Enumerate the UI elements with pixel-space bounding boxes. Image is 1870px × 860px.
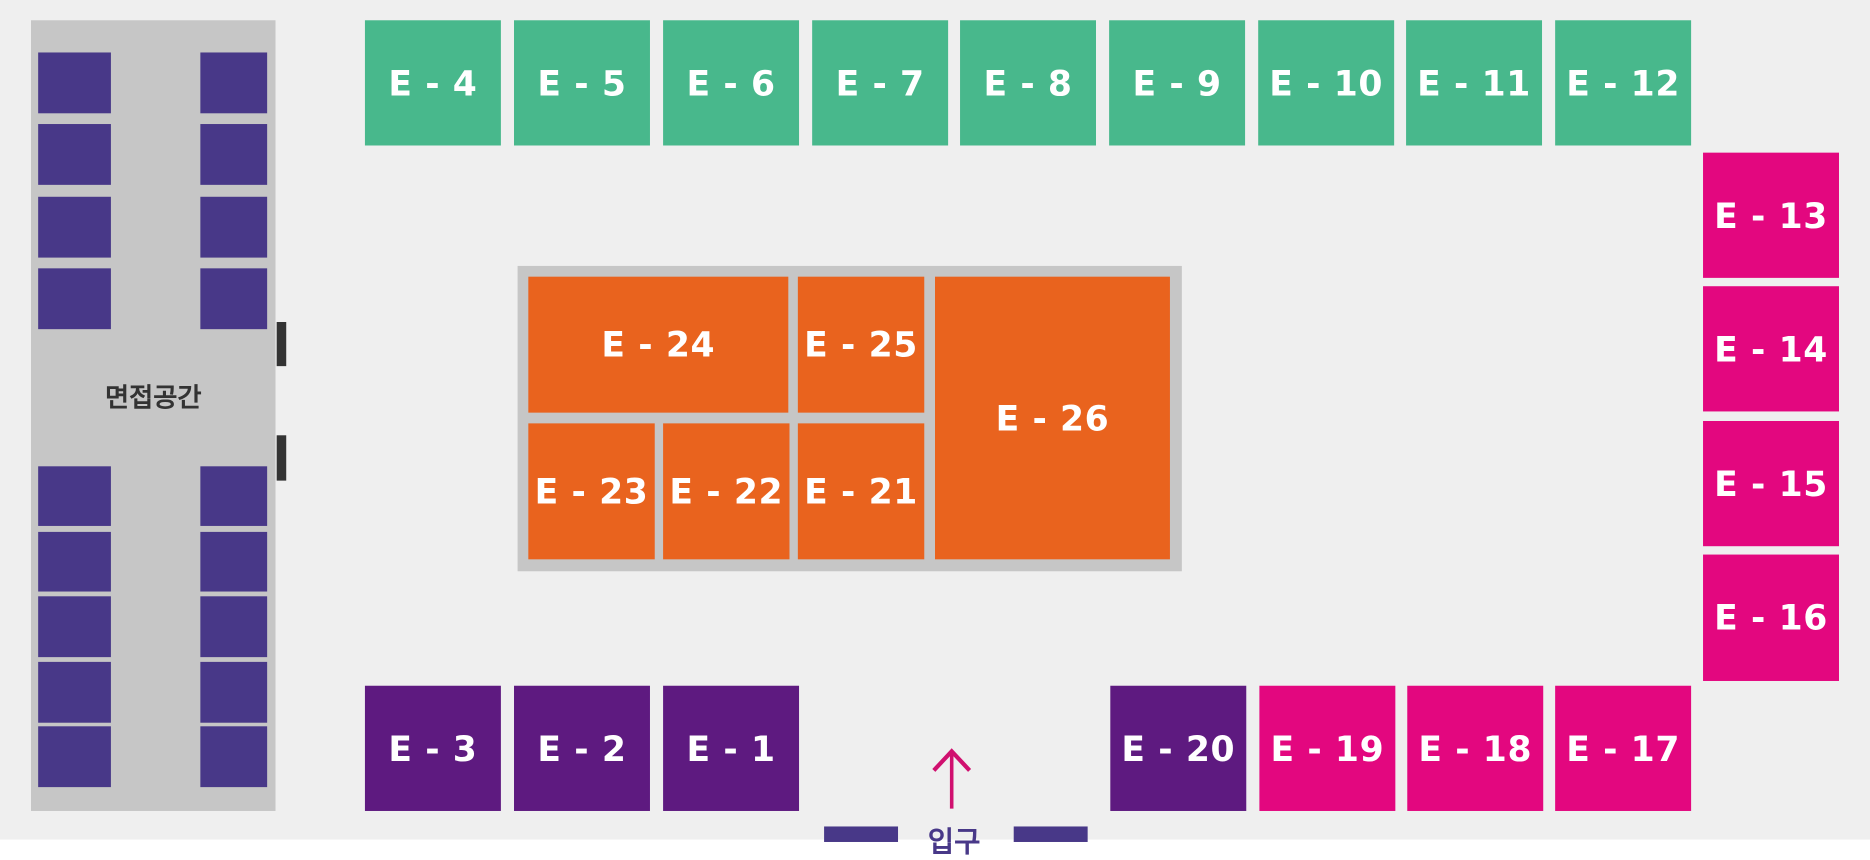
booth-e5[interactable]: E - 5: [514, 20, 650, 146]
booth-label: E - 16: [1714, 597, 1828, 639]
interview-seat: [38, 268, 111, 330]
interview-seat: [38, 531, 111, 592]
booth-label: E - 7: [835, 62, 925, 104]
interview-seat: [200, 726, 268, 788]
interview-area-label: 면접공간: [104, 384, 202, 414]
booth-e17[interactable]: E - 17: [1555, 685, 1692, 811]
booth-e14[interactable]: E - 14: [1703, 286, 1839, 412]
booth-e24[interactable]: E - 24: [528, 276, 789, 413]
booth-label: E - 10: [1269, 62, 1384, 104]
booth-e18[interactable]: E - 18: [1407, 685, 1544, 811]
booth-e19[interactable]: E - 19: [1259, 685, 1396, 811]
entrance-arrow-icon: [932, 748, 972, 809]
interview-seat: [200, 124, 268, 185]
booth-e16[interactable]: E - 16: [1703, 554, 1839, 681]
booth-label: E - 6: [686, 62, 776, 104]
booth-e25[interactable]: E - 25: [797, 276, 925, 413]
interview-seat: [200, 596, 268, 658]
booth-label: E - 26: [995, 397, 1110, 439]
interview-seat: [200, 196, 268, 258]
booth-label: E - 13: [1714, 194, 1828, 236]
booth-label: E - 18: [1418, 728, 1533, 769]
booth-label: E - 4: [388, 62, 478, 104]
booth-e8[interactable]: E - 8: [960, 20, 1096, 146]
interview-seat: [200, 268, 268, 330]
interview-seat: [38, 466, 111, 526]
booth-label: E - 24: [601, 324, 716, 365]
booth-label: E - 19: [1270, 728, 1385, 769]
booth-label: E - 12: [1566, 62, 1681, 104]
booth-label: E - 15: [1714, 463, 1828, 504]
booth-e20[interactable]: E - 20: [1110, 685, 1247, 811]
interview-seat: [38, 196, 111, 258]
entrance-label: 입구: [927, 825, 981, 859]
booth-e13[interactable]: E - 13: [1703, 152, 1839, 278]
booth-e23[interactable]: E - 23: [528, 423, 655, 560]
booth-e10[interactable]: E - 10: [1258, 20, 1395, 146]
interview-seat: [38, 661, 111, 723]
booth-label: E - 5: [537, 62, 627, 104]
booth-e21[interactable]: E - 21: [797, 423, 925, 560]
interview-seat: [200, 466, 268, 526]
interview-seat: [200, 52, 268, 114]
interview-seat: [38, 52, 111, 114]
booth-e3[interactable]: E - 3: [364, 685, 501, 811]
booth-e7[interactable]: E - 7: [812, 20, 949, 146]
interview-seat: [38, 596, 111, 658]
booth-e26[interactable]: E - 26: [934, 276, 1170, 560]
booth-label: E - 20: [1121, 728, 1236, 769]
interview-seat: [200, 531, 268, 592]
booth-label: E - 23: [534, 471, 649, 512]
booth-e22[interactable]: E - 22: [663, 423, 790, 560]
booth-label: E - 3: [388, 728, 478, 769]
booth-label: E - 11: [1417, 62, 1531, 104]
entrance-bar-left: [824, 826, 899, 842]
booth-label: E - 8: [983, 62, 1073, 104]
booth-label: E - 17: [1566, 728, 1681, 769]
booth-label: E - 22: [669, 471, 784, 512]
booth-label: E - 9: [1132, 62, 1222, 104]
booth-label: E - 21: [804, 471, 918, 512]
interview-seat: [38, 726, 111, 788]
booth-e11[interactable]: E - 11: [1406, 20, 1543, 146]
booth-e15[interactable]: E - 15: [1703, 420, 1839, 547]
booth-e9[interactable]: E - 9: [1109, 20, 1246, 146]
booth-e6[interactable]: E - 6: [663, 20, 800, 146]
booth-label: E - 14: [1714, 328, 1828, 370]
interview-seat: [200, 661, 268, 723]
interview-door-top: [276, 322, 287, 367]
booth-e2[interactable]: E - 2: [514, 685, 650, 811]
interview-door-bottom: [276, 435, 287, 481]
booth-e12[interactable]: E - 12: [1555, 20, 1692, 146]
booth-label: E - 2: [537, 728, 627, 769]
interview-seat: [38, 124, 111, 185]
entrance-bar-right: [1013, 826, 1088, 842]
booth-e1[interactable]: E - 1: [663, 685, 800, 811]
booth-label: E - 1: [686, 728, 776, 769]
booth-label: E - 25: [804, 324, 918, 365]
booth-e4[interactable]: E - 4: [364, 20, 501, 146]
